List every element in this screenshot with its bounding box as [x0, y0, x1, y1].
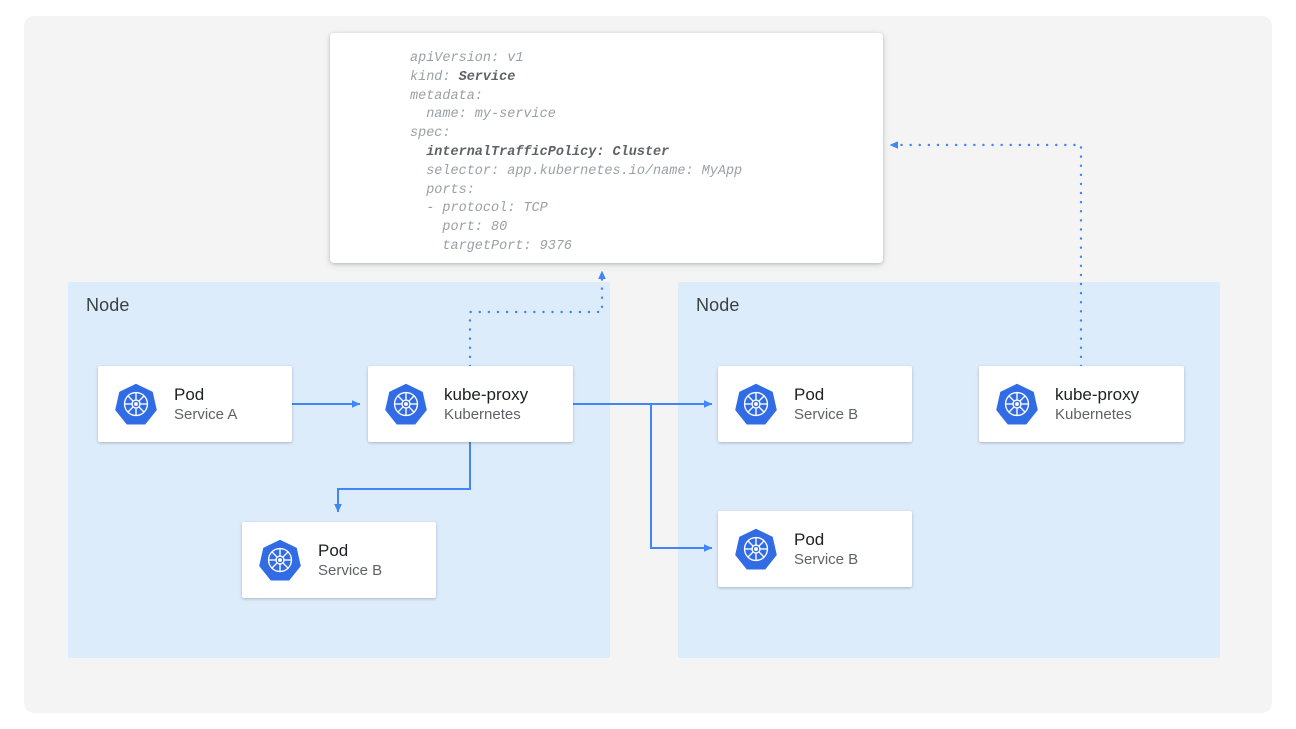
kubernetes-logo-icon [734, 382, 778, 426]
card-subtitle: Service B [794, 406, 859, 424]
kubernetes-logo-icon [258, 538, 302, 582]
yaml-line-internal-traffic-policy: internalTrafficPolicy: Cluster [410, 144, 670, 160]
card-subtitle: Kubernetes [1055, 406, 1132, 424]
yaml-line-apiversion: apiVersion: v1 [410, 51, 524, 66]
card-subtitle: Kubernetes [444, 406, 521, 424]
yaml-line-selector: selector: app.kubernetes.io/name: MyApp [410, 163, 743, 179]
card-kube-proxy-right[interactable]: kube-proxy Kubernetes [979, 366, 1184, 442]
card-pod-service-a[interactable]: Pod Service A [98, 366, 292, 442]
card-labels: Pod Service B [794, 529, 858, 570]
card-pod-service-b-right-top[interactable]: Pod Service B [718, 366, 912, 442]
node-group-left: Node [68, 282, 610, 658]
card-labels: kube-proxy Kubernetes [1055, 384, 1139, 425]
card-subtitle: Service B [794, 551, 859, 569]
card-subtitle: Service B [318, 562, 383, 580]
kubernetes-logo-icon [114, 382, 158, 426]
card-labels: Pod Service B [794, 384, 858, 425]
yaml-line-kind-value: Service [458, 69, 516, 85]
card-title: Pod [794, 384, 825, 404]
yaml-line-ports: ports: [410, 182, 475, 198]
card-title: Pod [174, 384, 205, 404]
yaml-line-metadata: metadata: [410, 88, 483, 104]
yaml-line-kind-key: kind: [410, 69, 459, 85]
yaml-line-protocol: - protocol: TCP [410, 201, 548, 217]
yaml-line-port: port: 80 [410, 220, 508, 236]
node-label-right: Node [696, 295, 740, 315]
card-title: Pod [318, 540, 349, 560]
card-kube-proxy-left[interactable]: kube-proxy Kubernetes [368, 366, 573, 442]
card-subtitle: Service A [174, 406, 238, 424]
card-pod-service-b-left[interactable]: Pod Service B [242, 522, 436, 598]
card-labels: kube-proxy Kubernetes [444, 384, 528, 425]
card-title: kube-proxy [444, 384, 529, 404]
kubernetes-logo-icon [734, 527, 778, 571]
service-yaml-manifest-card: apiVersion: v1 kind: Service metadata: n… [330, 33, 883, 263]
card-title: Pod [794, 529, 825, 549]
yaml-line-targetport: targetPort: 9376 [410, 238, 573, 254]
yaml-line-name: name: my-service [410, 107, 556, 123]
card-title: kube-proxy [1055, 384, 1140, 404]
service-yaml-code: apiVersion: v1 kind: Service metadata: n… [330, 33, 883, 257]
card-labels: Pod Service A [174, 384, 237, 425]
card-pod-service-b-right-bottom[interactable]: Pod Service B [718, 511, 912, 587]
kubernetes-logo-icon [995, 382, 1039, 426]
card-labels: Pod Service B [318, 540, 382, 581]
node-group-right: Node [678, 282, 1220, 658]
node-label-left: Node [86, 295, 130, 315]
kubernetes-logo-icon [384, 382, 428, 426]
yaml-line-spec: spec: [410, 126, 451, 142]
